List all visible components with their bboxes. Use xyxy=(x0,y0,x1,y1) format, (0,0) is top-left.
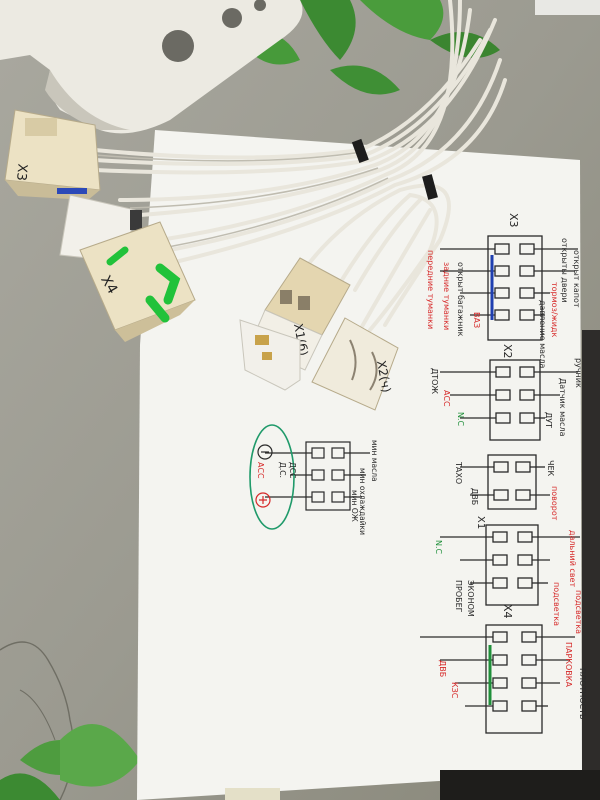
leaf xyxy=(360,0,444,40)
pinout-x1-lower xyxy=(440,524,580,606)
x4-right-3: ПАРКОВКА xyxy=(564,642,573,687)
zip-tie xyxy=(422,174,438,200)
x3-black-left: открыт багажник xyxy=(456,262,465,337)
x2-left-2: АСС xyxy=(442,390,451,407)
x4-left-3: ДВБ xyxy=(438,660,447,677)
x4-right-1: подсветка xyxy=(552,582,561,626)
pinout-x2-title: X2 xyxy=(501,344,514,359)
connector-x4: X4 xyxy=(79,221,196,342)
x2-right-3: ДУТ xyxy=(544,412,553,428)
wire-shadows xyxy=(94,151,389,248)
x4-right-2: подсветка xyxy=(574,590,583,634)
x4-left-2: ЭКОНОМ xyxy=(466,580,475,617)
x3-red-left-1: передние туманки xyxy=(426,250,435,329)
x2-right-1: ручник xyxy=(574,358,583,388)
background-box xyxy=(535,0,600,15)
x1-right-1: ЧЕК xyxy=(546,460,555,477)
x1-left-1: ТАХО xyxy=(454,461,463,484)
leaf xyxy=(0,773,60,800)
bottom-label xyxy=(225,788,280,800)
pinout-x4 xyxy=(420,624,575,734)
x1-left-3: N.C xyxy=(434,540,443,555)
x2-left-1: ДТОЖ xyxy=(430,368,439,394)
connector-x3: X3 xyxy=(4,109,101,200)
minus-icon xyxy=(257,444,273,460)
x1-right-3: дальний свет xyxy=(568,530,577,587)
x2-right-2: Датчик масла xyxy=(558,378,567,437)
housing-hole xyxy=(222,8,242,28)
plus-icon xyxy=(259,496,267,504)
x4-left-1: ПРОБЕГ xyxy=(454,580,463,613)
small-pinout-highlight xyxy=(249,424,295,530)
table-crack xyxy=(19,689,56,741)
x3-black-right-2: открыт капот xyxy=(572,250,581,308)
small-label-3: ДСС xyxy=(288,462,297,478)
x4-right-4: ПЛОТНОСТЬ xyxy=(578,668,587,720)
plastic-housing-shadow xyxy=(45,70,130,130)
plug-white xyxy=(239,319,301,391)
right-edge-object xyxy=(582,330,600,800)
x3-black-right-1: открыты двери xyxy=(560,238,569,303)
housing-hole xyxy=(254,0,266,11)
x4-left-4: КЗС xyxy=(450,682,459,699)
connector-x2: X2(ч) xyxy=(311,317,399,411)
pinout-x1-title: X1 xyxy=(475,516,486,529)
plastic-housing xyxy=(0,0,303,134)
pinout-x4-title: X4 xyxy=(501,604,514,619)
x2-left-3: N.C xyxy=(456,412,465,427)
pinout-x3-title: X3 xyxy=(507,213,520,228)
connector-x2-label: X2(ч) xyxy=(374,359,393,393)
x1-right-2: поворот xyxy=(550,486,559,521)
pinout-x2 xyxy=(440,359,578,441)
small-label-2: мин охлаждайки xyxy=(358,468,367,535)
leaf xyxy=(300,0,356,60)
x3-red-mid: ВАЗ xyxy=(472,312,481,328)
small-label-5: мин ОЖ xyxy=(350,490,359,522)
plus-icon xyxy=(255,492,271,508)
x3-red-left-2: задние туманки xyxy=(442,262,451,330)
pinout-x1-upper xyxy=(460,454,550,510)
connector-x3-label: X3 xyxy=(13,163,29,181)
housing-hole xyxy=(162,30,194,62)
x3-red-right: тормоз/жидк xyxy=(550,282,559,337)
leaf xyxy=(330,65,400,95)
x1-left-2: ДВБ xyxy=(470,488,479,505)
x3-black-right-3: давление масла xyxy=(538,300,547,369)
small-label-1: мин масла xyxy=(370,440,379,482)
paper-sheet xyxy=(137,130,582,800)
small-label-6: АСС xyxy=(256,462,265,479)
zip-tie xyxy=(351,138,369,163)
pinout-x3 xyxy=(440,235,578,341)
leaf xyxy=(60,724,140,787)
small-label-4: Д.С. xyxy=(278,462,287,478)
bottom-right-corner xyxy=(440,770,600,800)
